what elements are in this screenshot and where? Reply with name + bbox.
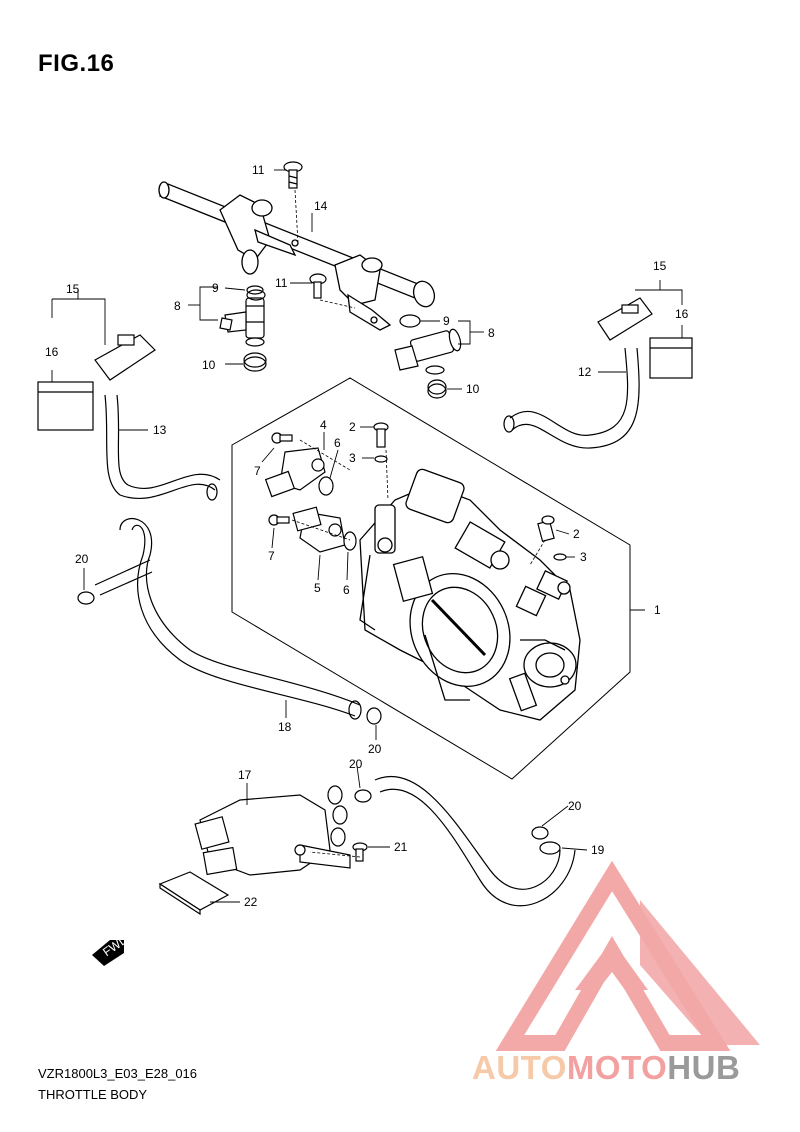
callout-22: 22 (244, 895, 258, 909)
callout-6b: 6 (343, 583, 350, 597)
watermark-part-auto: AUTO (472, 1049, 567, 1086)
leader-lines (51, 169, 683, 903)
sensor-5 (292, 506, 357, 553)
callout-12: 12 (578, 365, 592, 379)
callout-18: 18 (278, 720, 292, 734)
callout-13: 13 (153, 423, 167, 437)
hose-13 (104, 394, 221, 501)
o-rings (243, 289, 447, 399)
watermark-text: AUTOMOTOHUB (472, 1049, 740, 1087)
connector-left (37, 334, 156, 431)
callout-6a: 6 (334, 436, 341, 450)
screw-11-middle (309, 273, 327, 299)
throttle-body-outline (231, 377, 645, 780)
callout-14: 14 (314, 199, 328, 213)
callout-labels: 1 2 2 3 3 4 5 6 6 7 7 8 8 9 9 10 10 11 1… (45, 163, 689, 909)
callout-11a: 11 (252, 163, 265, 177)
figure-title: FIG.16 (38, 50, 115, 77)
sensor-4 (264, 447, 334, 498)
screws-7 (268, 432, 293, 526)
watermark-part-moto: MOTO (566, 1049, 668, 1086)
callout-10b: 10 (466, 382, 480, 396)
callout-9b: 9 (443, 314, 450, 328)
callout-9a: 9 (212, 281, 219, 295)
callout-16b: 16 (675, 307, 689, 321)
hose-19 (374, 775, 576, 907)
callout-11b: 11 (275, 276, 288, 290)
hose-12 (503, 347, 640, 449)
callout-20b: 20 (368, 742, 382, 756)
screw-11-top (283, 161, 303, 189)
callout-10a: 10 (202, 358, 216, 372)
throttle-body-assembly (359, 468, 581, 721)
fuel-rail (158, 181, 436, 331)
solenoid-valve-17 (194, 785, 351, 876)
callout-2b: 2 (573, 527, 580, 541)
callout-20c: 20 (349, 757, 363, 771)
callout-20a: 20 (75, 552, 89, 566)
callout-15b: 15 (653, 259, 667, 273)
guide-lines (291, 189, 546, 858)
callout-21: 21 (394, 840, 408, 854)
callout-2a: 2 (349, 420, 356, 434)
callout-20d: 20 (568, 799, 582, 813)
callout-7b: 7 (268, 549, 275, 563)
clamps-20 (77, 591, 549, 840)
figure-code: VZR1800L3_E03_E28_016 (38, 1066, 198, 1081)
callout-7a: 7 (254, 464, 261, 478)
callout-16a: 16 (45, 345, 59, 359)
hose-18 (94, 517, 362, 720)
injector-right (394, 328, 462, 375)
callout-3a: 3 (349, 451, 356, 465)
callout-15a: 15 (66, 282, 80, 296)
callout-1: 1 (654, 603, 661, 617)
callout-8b: 8 (488, 326, 495, 340)
fwd-arrow-icon: FWD (92, 932, 131, 966)
watermark-part-hub: HUB (667, 1049, 741, 1086)
screw-21 (352, 842, 368, 862)
figure-name: THROTTLE BODY (38, 1087, 148, 1102)
callout-5: 5 (314, 581, 321, 595)
callout-19: 19 (591, 843, 605, 857)
callout-17: 17 (238, 768, 252, 782)
callout-8a: 8 (174, 299, 181, 313)
injector-left (219, 285, 265, 347)
callout-4: 4 (320, 418, 327, 432)
callout-3b: 3 (580, 550, 587, 564)
pad-22 (158, 871, 230, 916)
connector-right (597, 297, 693, 379)
watermark-logo (495, 860, 760, 1051)
